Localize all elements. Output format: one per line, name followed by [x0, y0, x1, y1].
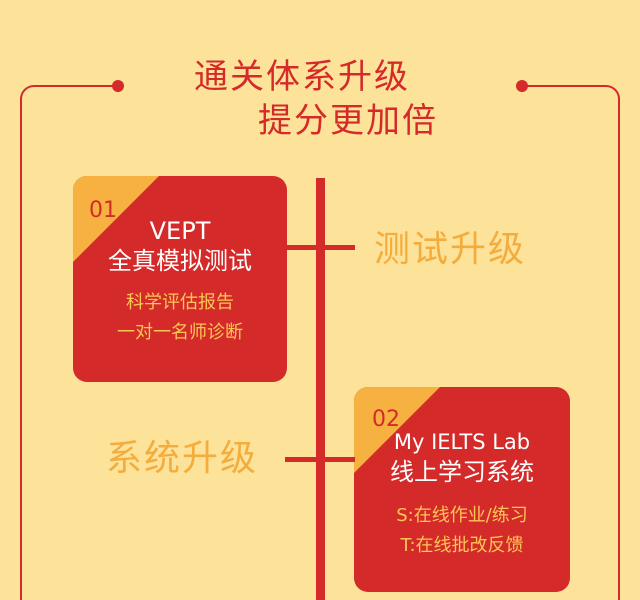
header-title-line1: 通关体系升级 [194, 57, 410, 97]
card-number: 02 [372, 407, 400, 432]
frame-top-right-curve [604, 85, 620, 101]
frame-top-left-line [34, 85, 118, 87]
card-sub-line1: 科学评估报告 [126, 292, 234, 313]
card-title-line1: VEPT [149, 217, 211, 245]
connector-ielts-lab [285, 457, 355, 462]
card-title-line2: 线上学习系统 [390, 458, 534, 486]
side-label-test-upgrade: 测试升级 [374, 229, 527, 270]
card-number: 01 [89, 198, 117, 223]
side-label-system-upgrade: 系统升级 [106, 438, 259, 479]
card-title-line1: My IELTS Lab [393, 430, 531, 454]
card-corner-badge [73, 176, 159, 262]
frame-top-left-curve [20, 85, 36, 101]
frame-right-line [618, 99, 620, 600]
card-sub-line2: T:在线批改反馈 [400, 535, 524, 556]
frame-left-line [20, 99, 22, 600]
card-sub-line2: 一对一名师诊断 [117, 322, 243, 343]
timeline-card-ielts-lab: 02 My IELTS Lab 线上学习系统 S:在线作业/练习 T:在线批改反… [354, 387, 570, 592]
frame-right-dot [516, 80, 528, 92]
frame-left-dot [112, 80, 124, 92]
frame-top-right-line [522, 85, 606, 87]
timeline-spine [316, 178, 325, 600]
card-corner-badge [354, 387, 440, 473]
card-title-line2: 全真模拟测试 [108, 247, 252, 275]
connector-vept [287, 245, 355, 250]
card-sub-line1: S:在线作业/练习 [396, 505, 528, 526]
timeline-card-vept: 01 VEPT 全真模拟测试 科学评估报告 一对一名师诊断 [73, 176, 287, 382]
header-title-line2: 提分更加倍 [258, 101, 438, 141]
